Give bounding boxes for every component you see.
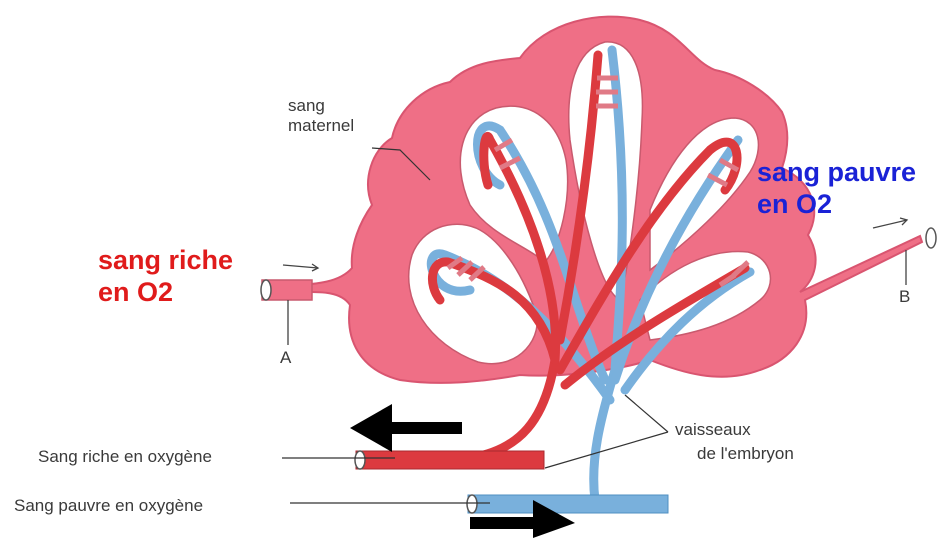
arrow-left-icon [350,404,462,452]
umbilical-vein-red [356,451,544,469]
label-sang-pauvre-oxygene: Sang pauvre en oxygène [14,496,203,516]
umbilical-vein-opening [355,451,365,469]
umbilical-artery-opening [467,495,477,513]
artery-a-opening [261,280,271,300]
vein-b-opening [926,228,936,248]
label-point-a: A [280,348,291,368]
label-sang-pauvre-o2: sang pauvre en O2 [757,156,916,220]
flow-arrow-in-icon [283,264,318,271]
label-vaisseaux-embryon: vaisseaux de l'embryon [675,420,794,464]
label-sang-maternel: sang maternel [288,96,354,136]
umbilical-artery-blue [468,495,668,513]
label-sang-riche-oxygene: Sang riche en oxygène [38,447,212,467]
label-sang-riche-o2: sang riche en O2 [98,244,233,308]
label-point-b: B [899,287,910,307]
